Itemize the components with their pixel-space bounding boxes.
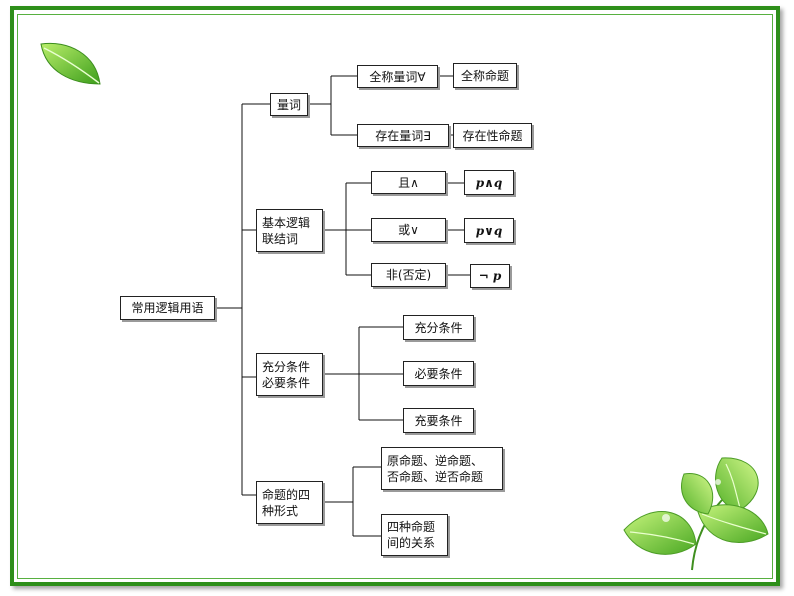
p-and-q-node: p∧q: [464, 170, 514, 195]
relations-node: 四种命题 间的关系: [381, 514, 448, 556]
sufficient-node: 充分条件: [403, 315, 474, 340]
necessary-sufficient-node: 充要条件: [403, 408, 474, 433]
necessary-node: 必要条件: [403, 361, 474, 386]
universal-quantifier-node: 全称量词∀: [357, 65, 438, 88]
connectives-node: 基本逻辑 联结词: [256, 209, 323, 252]
universal-proposition-node: 全称命题: [453, 63, 517, 88]
not-node: 非(否定): [371, 263, 446, 287]
and-node: 且∧: [371, 171, 446, 194]
conditions-node: 充分条件 必要条件: [256, 353, 323, 396]
existential-proposition-node: 存在性命题: [453, 123, 532, 148]
four-propositions-node: 原命题、逆命题、 否命题、逆否命题: [381, 447, 503, 490]
root-node: 常用逻辑用语: [120, 296, 215, 320]
not-p-node: ¬ p: [470, 264, 510, 288]
p-or-q-node: p∨q: [464, 218, 514, 243]
quantifier-node: 量词: [270, 93, 308, 116]
existential-quantifier-node: 存在量词∃: [357, 124, 449, 147]
forms-node: 命题的四 种形式: [256, 481, 323, 524]
or-node: 或∨: [371, 218, 446, 242]
